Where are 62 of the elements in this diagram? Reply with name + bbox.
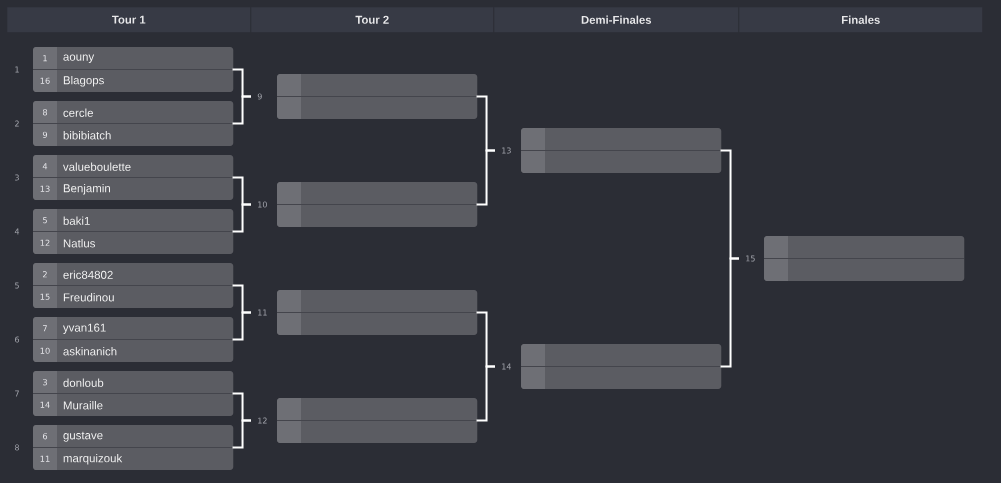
bracket-line: [476, 149, 495, 206]
player-name: valueboulette: [63, 162, 131, 171]
player-name: baki1: [63, 216, 90, 225]
node-label: Tour 1: [112, 15, 146, 24]
match-number: 8: [15, 444, 19, 451]
bracket-line: [232, 95, 251, 125]
match-number: 2: [15, 120, 19, 127]
bracket-line: [720, 257, 739, 368]
player-name: Natlus: [63, 239, 95, 248]
seed-number: 14: [40, 401, 50, 408]
seed-number: 4: [42, 163, 48, 170]
match-number: 5: [15, 282, 19, 289]
seed-number: 16: [40, 77, 50, 84]
node-label: Finales: [842, 15, 880, 24]
player-name: cercle: [63, 108, 93, 117]
player-name: Blagops: [63, 75, 104, 87]
seed-number: 10: [40, 347, 50, 354]
match-number: 11: [258, 309, 267, 316]
match-number: 14: [502, 363, 511, 370]
seed-number: 6: [42, 433, 48, 440]
player-name: askinanich: [63, 347, 117, 356]
match-number: 7: [15, 390, 19, 397]
match-number: 12: [258, 417, 267, 424]
node-label: Demi-Finales: [581, 15, 652, 24]
seed-number: 13: [40, 185, 50, 192]
match-number: 13: [502, 147, 511, 154]
seed-number: 9: [42, 131, 48, 138]
player-name: donloub: [63, 378, 104, 387]
seed-number: 5: [43, 217, 47, 224]
node-label: Tour 2: [355, 15, 389, 24]
match-number: 3: [15, 174, 19, 181]
bracket-line: [476, 365, 495, 422]
match-number: 4: [14, 228, 20, 235]
seed-number: 11: [40, 455, 50, 462]
seed-number: 1: [43, 55, 47, 62]
player-name: bibibiatch: [63, 131, 111, 140]
player-name: yvan161: [62, 323, 106, 334]
player-name: Muraille: [63, 401, 103, 410]
player-name: aouny: [63, 54, 95, 64]
match-number: 1: [15, 66, 19, 73]
seed-number: 7: [43, 325, 47, 332]
player-name: Benjamin: [63, 183, 110, 195]
seed-number: 8: [42, 109, 48, 116]
seed-number: 12: [40, 239, 50, 246]
seed-number: 15: [40, 293, 50, 300]
column-header: Tour 1: [7, 7, 251, 33]
player-name: Freudinou: [63, 293, 114, 302]
bracket-line: [232, 311, 251, 341]
seed-number: 3: [43, 379, 47, 386]
bracket-line: [232, 419, 251, 449]
column-header: Finales: [739, 7, 983, 33]
match-number: 10: [258, 201, 267, 208]
match-number: 6: [15, 336, 20, 343]
player-name: eric84802: [63, 270, 113, 279]
column-header: Demi-Finales: [494, 7, 739, 33]
seed-number: 2: [43, 271, 47, 278]
column-header: Tour 2: [251, 7, 494, 33]
match-number: 15: [746, 255, 755, 262]
player-name: marquizouk: [63, 453, 123, 465]
match-number: 9: [257, 93, 262, 100]
bracket-line: [232, 203, 251, 233]
player-name: gustave: [63, 431, 103, 442]
